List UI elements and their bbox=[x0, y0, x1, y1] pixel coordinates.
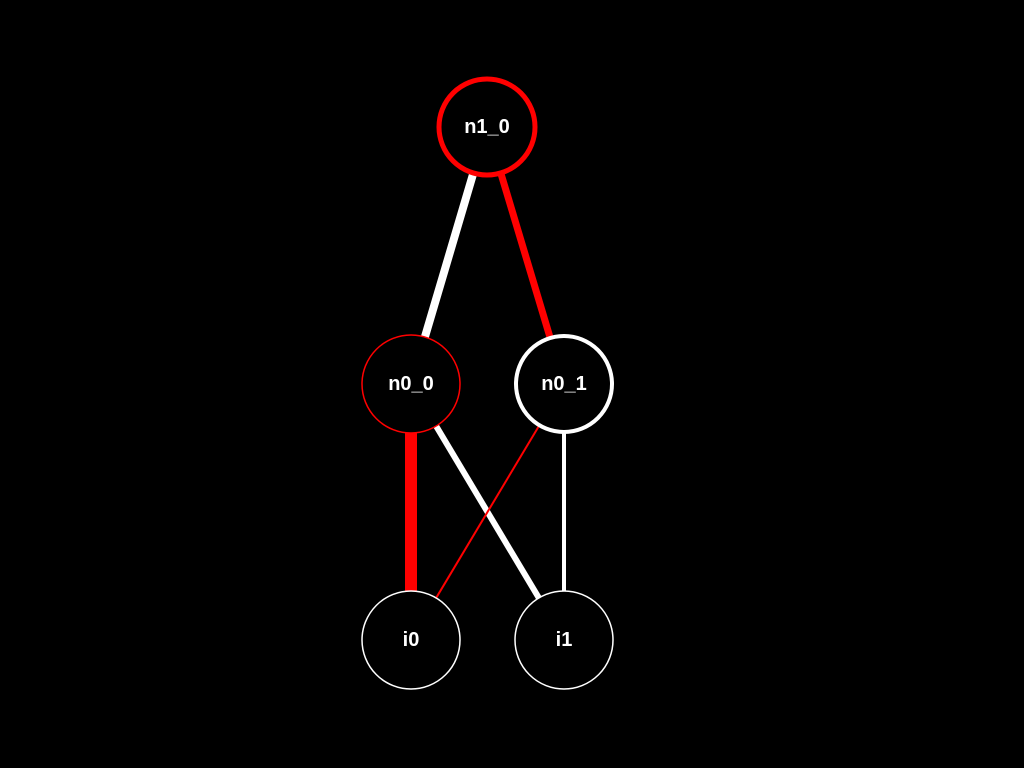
node-n0_0: n0_0 bbox=[361, 334, 461, 434]
edge-i0-to-n0_1 bbox=[435, 424, 541, 599]
edge-n0_1-to-n1_0 bbox=[497, 171, 554, 340]
node-label-n1_0: n1_0 bbox=[464, 116, 510, 138]
node-circle-n0_1 bbox=[514, 334, 614, 434]
node-circle-n1_0 bbox=[436, 76, 538, 178]
node-n1_0: n1_0 bbox=[436, 76, 538, 178]
node-label-i1: i1 bbox=[556, 629, 573, 651]
node-n0_1: n0_1 bbox=[514, 334, 614, 434]
nodes-layer: n1_0 n0_0 n0_1 i0 i1 bbox=[361, 76, 614, 690]
node-label-i0: i0 bbox=[403, 629, 420, 651]
node-label-n0_0: n0_0 bbox=[388, 373, 434, 395]
edge-n0_0-to-n1_0 bbox=[421, 171, 478, 339]
node-label-n0_1: n0_1 bbox=[541, 373, 587, 395]
node-i1: i1 bbox=[514, 590, 614, 690]
node-circle-i1 bbox=[514, 590, 614, 690]
node-i0: i0 bbox=[361, 590, 461, 690]
node-circle-n0_0 bbox=[361, 334, 461, 434]
edges-layer bbox=[405, 171, 566, 600]
node-circle-i0 bbox=[361, 590, 461, 690]
